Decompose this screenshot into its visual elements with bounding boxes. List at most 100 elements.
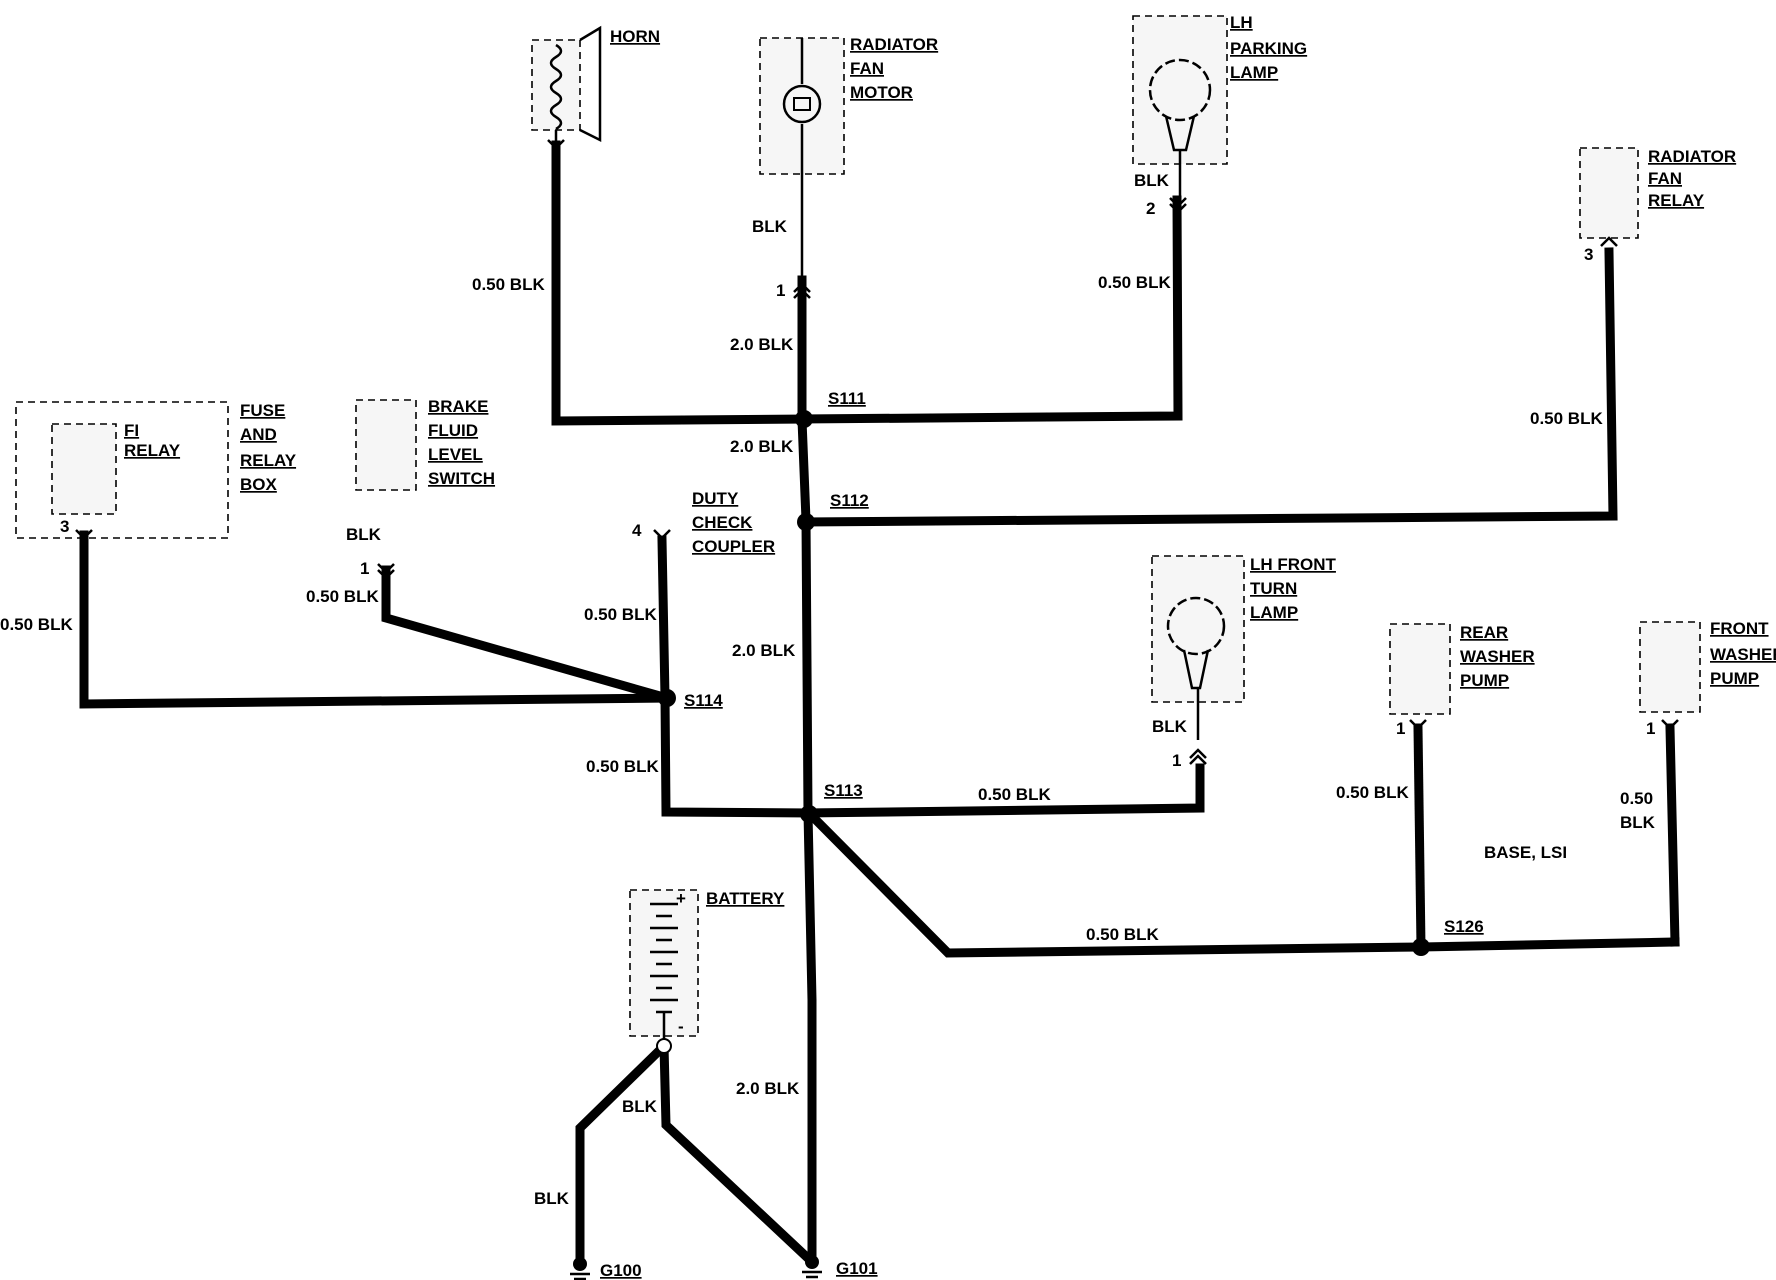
front-washer-pump-component <box>1639 621 1701 730</box>
wires <box>79 140 1680 1269</box>
wire-fuse-box <box>79 530 672 709</box>
motor-icon <box>782 84 822 124</box>
wire-fan-relay <box>801 247 1618 527</box>
duty-coupler-label-3: COUPLER <box>692 537 775 556</box>
wire-label-s111-s112: 2.0 BLK <box>730 437 794 456</box>
pin-turn-lamp: 1 <box>1172 751 1181 770</box>
brake-switch-label-1: BRAKE <box>428 397 488 416</box>
fan-relay-label-3: RELAY <box>1648 191 1705 210</box>
wire-label-brake-upper: BLK <box>346 525 382 544</box>
rear-washer-label-2: WASHER <box>1460 647 1535 666</box>
wire-duty-coupler <box>657 535 813 818</box>
fuse-box-label-4: BOX <box>240 475 278 494</box>
ground-g100 <box>570 1257 590 1280</box>
wire-label-fan-relay: 0.50 BLK <box>1530 409 1603 428</box>
turn-lamp-bulb-icon <box>1166 596 1226 656</box>
wire-battery-g101 <box>659 1041 819 1269</box>
battery-component <box>629 889 699 1054</box>
horn-label: HORN <box>610 27 660 46</box>
front-washer-label-2: WASHER <box>1710 645 1776 664</box>
brake-switch-label-4: SWITCH <box>428 469 495 488</box>
fi-relay-label-2: RELAY <box>124 441 181 460</box>
fuse-relay-box-component <box>15 401 229 540</box>
splice-s112 <box>797 513 815 531</box>
splice-labels: S111 S112 S114 S113 S126 G100 G101 <box>600 389 1484 1280</box>
pin-brake-switch: 1 <box>360 559 369 578</box>
wire-label-front-washer-a: 0.50 <box>1620 789 1653 808</box>
wire-horn <box>551 140 809 426</box>
battery-negative-terminal: - <box>678 1017 684 1036</box>
wire-label-s126-branch: 0.50 BLK <box>1086 925 1159 944</box>
fan-motor-label-3: MOTOR <box>850 83 913 102</box>
wire-label-parking-lamp-upper: BLK <box>1134 171 1170 190</box>
duty-coupler-label-2: CHECK <box>692 513 753 532</box>
wire-label-fan-motor-upper: BLK <box>752 217 788 236</box>
wire-front-washer <box>1665 723 1680 947</box>
fan-motor-label-2: FAN <box>850 59 884 78</box>
pin-fuse-box: 3 <box>60 517 69 536</box>
wire-label-ground-main: 2.0 BLK <box>736 1079 800 1098</box>
wire-label-horn: 0.50 BLK <box>472 275 545 294</box>
wire-label-duty-coupler: 0.50 BLK <box>584 605 657 624</box>
wire-labels: 0.50 BLK BLK 2.0 BLK BLK 0.50 BLK 0.50 B… <box>0 171 1656 1208</box>
horn-component <box>531 25 602 150</box>
wire-label-rear-washer: 0.50 BLK <box>1336 783 1409 802</box>
front-washer-label-1: FRONT <box>1710 619 1769 638</box>
duty-check-coupler-component <box>653 529 671 540</box>
parking-lamp-label-3: LAMP <box>1230 63 1278 82</box>
brake-fluid-level-switch-component <box>355 399 417 580</box>
battery-positive-terminal: + <box>676 889 686 908</box>
turn-lamp-label-2: TURN <box>1250 579 1297 598</box>
pin-fan-motor: 1 <box>776 281 785 300</box>
radiator-fan-relay-component <box>1579 147 1639 247</box>
base-lsi-note: BASE, LSI <box>1484 843 1567 862</box>
wire-parking-lamp <box>799 195 1183 424</box>
fi-relay-label-1: FI <box>124 421 139 440</box>
fan-relay-label-2: FAN <box>1648 169 1682 188</box>
splice-s111 <box>795 410 813 428</box>
component-labels: HORN RADIATOR FAN MOTOR LH PARKING LAMP … <box>124 13 1776 1036</box>
s114-label: S114 <box>684 691 723 710</box>
pin-labels: 1 2 3 3 1 4 1 1 1 <box>60 199 1655 770</box>
wire-label-turn-lamp-lower: 0.50 BLK <box>978 785 1051 804</box>
g100-label: G100 <box>600 1261 642 1280</box>
fuse-box-label-1: FUSE <box>240 401 285 420</box>
wire-turn-lamp <box>803 763 1205 818</box>
parking-lamp-bulb-icon <box>1148 58 1212 122</box>
splice-s126 <box>1412 938 1430 956</box>
lh-front-turn-lamp-component <box>1151 555 1245 765</box>
splices <box>658 410 1430 956</box>
pin-front-washer: 1 <box>1646 719 1655 738</box>
splice-s113 <box>800 805 818 823</box>
rear-washer-label-3: PUMP <box>1460 671 1509 690</box>
fan-motor-label-1: RADIATOR <box>850 35 938 54</box>
wire-battery-g100 <box>575 1039 671 1263</box>
rear-washer-label-1: REAR <box>1460 623 1508 642</box>
pin-parking-lamp: 2 <box>1146 199 1155 218</box>
wire-label-brake-lower: 0.50 BLK <box>306 587 379 606</box>
turn-lamp-label-1: LH FRONT <box>1250 555 1337 574</box>
wire-label-turn-lamp-upper: BLK <box>1152 717 1188 736</box>
pin-duty-coupler: 4 <box>632 521 642 540</box>
turn-lamp-label-3: LAMP <box>1250 603 1298 622</box>
splice-s114 <box>658 689 676 707</box>
wire-label-s114-s113: 0.50 BLK <box>586 757 659 776</box>
wire-label-parking-lamp-lower: 0.50 BLK <box>1098 273 1171 292</box>
wire-label-battery-g101: BLK <box>622 1097 658 1116</box>
brake-switch-label-2: FLUID <box>428 421 478 440</box>
wire-brake-switch <box>381 565 673 704</box>
parking-lamp-label-1: LH <box>1230 13 1253 32</box>
front-washer-label-3: PUMP <box>1710 669 1759 688</box>
parking-lamp-label-2: PARKING <box>1230 39 1307 58</box>
radiator-fan-motor-component <box>759 37 845 299</box>
s111-label: S111 <box>828 389 866 408</box>
fuse-box-label-2: AND <box>240 425 277 444</box>
s112-label: S112 <box>830 491 869 510</box>
battery-cells-icon <box>650 902 678 1040</box>
wire-rear-washer <box>1413 723 1426 952</box>
wire-s126-branch <box>805 809 1680 958</box>
horn-coil-icon <box>549 43 563 131</box>
wire-trunk <box>797 275 817 1267</box>
